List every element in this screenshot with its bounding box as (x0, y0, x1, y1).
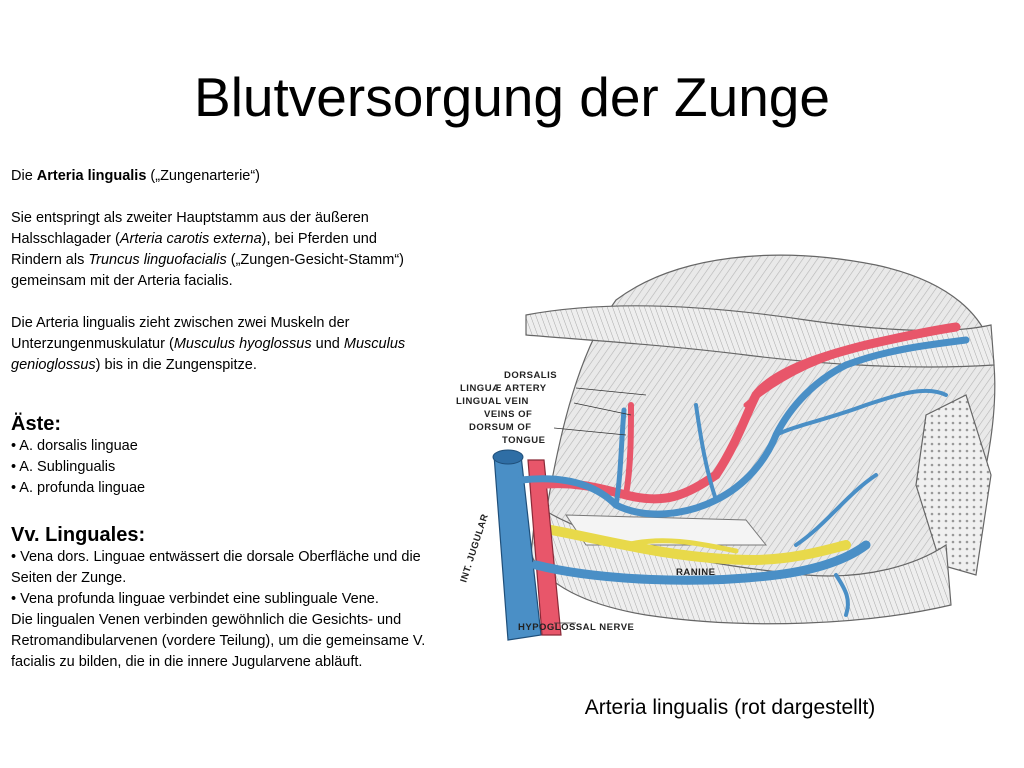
jugular-vein-opening (492, 449, 524, 465)
vein-line: Die lingualen Venen verbinden gewöhnlich… (11, 612, 426, 670)
p2-b: und (311, 336, 344, 352)
branch-item: • A. Sublingualis (11, 459, 116, 475)
vein-line: • Vena profunda linguae verbindet eine s… (11, 591, 379, 607)
hypoglossal-nerve-branch (623, 538, 739, 554)
p2-i1: Musculus hyoglossus (173, 336, 312, 352)
lingual-artery (531, 322, 961, 504)
label-leader (573, 402, 632, 416)
p1-b: ), bei Pferden und Rindern als (11, 231, 377, 268)
branch-item: • A. profunda linguae (11, 480, 146, 496)
text-column: Die Arteria lingualis („Zungenarterie“) … (11, 166, 429, 673)
vein-branch (794, 473, 878, 547)
p1-i2: Truncus linguofacialis (88, 252, 227, 268)
intro-prefix: Die (11, 168, 37, 184)
intro-line: Die Arteria lingualis („Zungenarterie“) (11, 166, 429, 187)
veins-heading: Vv. Linguales: (11, 524, 146, 546)
intro-suffix: („Zungenarterie“) (146, 168, 261, 184)
vein-branch (694, 403, 718, 502)
label-tongue: TONGUE (502, 435, 545, 446)
label-leader (575, 387, 647, 396)
vein-branch (774, 388, 948, 437)
label-hypoglossal-nerve: HYPOGLOSSAL NERVE (518, 622, 634, 633)
intro-bold: Arteria lingualis (36, 168, 147, 184)
vein-line: • Vena dors. Linguae entwässert die dors… (11, 549, 421, 586)
ranine-vein (531, 540, 871, 585)
label-veins-of: VEINS OF (484, 409, 532, 420)
branches-heading: Äste: (11, 413, 62, 435)
course-paragraph: Die Arteria lingualis zieht zwischen zwe… (11, 313, 429, 376)
vein-branch (834, 573, 850, 617)
label-dorsalis: DORSALIS (504, 370, 557, 381)
vein-branch (613, 407, 627, 508)
p1-i1: Arteria carotis externa (119, 231, 262, 247)
p2-i2: Musculus genioglossus (11, 336, 406, 373)
mandible-fragment (915, 394, 992, 576)
origin-paragraph: Sie entspringt als zweiter Hauptstamm au… (11, 208, 429, 292)
label-lingual-vein: LINGUAL VEIN (456, 396, 529, 407)
p1-c: („Zungen-Gesicht-Stamm“) gemeinsam mit d… (11, 252, 404, 289)
dorsalis-linguae-artery (623, 402, 634, 498)
figure-caption: Arteria lingualis (rot dargestellt) (584, 696, 876, 719)
branch-item: • A. dorsalis linguae (11, 438, 138, 454)
tongue-anatomy-illustration: DORSALIS LINGUÆ ARTERY LINGUAL VEIN VEIN… (456, 254, 996, 641)
carotid-artery (527, 459, 562, 636)
p2-c: ) bis in die Zungenspitze. (95, 357, 257, 373)
label-linguae-artery: LINGUÆ ARTERY (460, 383, 547, 394)
label-ranine: RANINE (676, 567, 715, 578)
label-leader (553, 427, 627, 436)
artery-branch (743, 352, 839, 408)
label-int-jugular: INT. JUGULAR (458, 513, 491, 584)
lingual-vein (517, 336, 970, 518)
slide-title: Blutversorgung der Zunge (194, 66, 830, 128)
label-dorsum-of: DORSUM OF (469, 422, 532, 433)
p1-a: Sie entspringt als zweiter Hauptstamm au… (11, 210, 369, 247)
p2-a: Die Arteria lingualis zieht zwischen zwe… (11, 315, 350, 352)
hypoglossal-nerve (546, 525, 851, 566)
